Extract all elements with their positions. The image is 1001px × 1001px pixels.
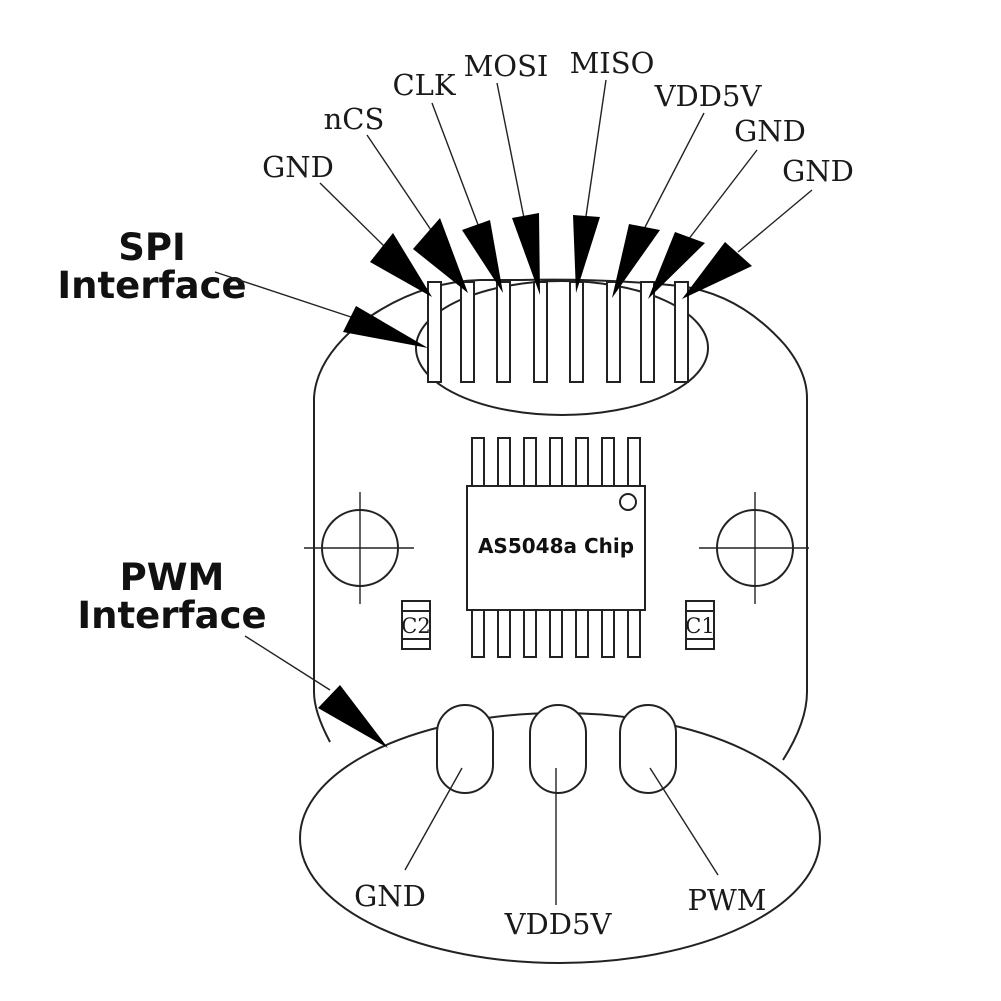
arrowhead [413, 218, 468, 293]
spi-leaders [319, 79, 813, 253]
spi-pin-slot [460, 281, 475, 383]
spi-callout-line2: Interface [57, 264, 246, 307]
spi-pin-slot [496, 281, 511, 383]
pwm-pad [436, 704, 494, 794]
spi-pin-label: GND [734, 114, 806, 148]
spi-pin-slot [569, 281, 584, 383]
capacitor-c2: C2 [401, 600, 431, 650]
spi-pin-slot [427, 281, 442, 383]
spi-pin-label: VDD5V [654, 79, 763, 113]
chip-body [466, 485, 646, 611]
chip-legs-bottom [471, 606, 641, 658]
chip-legs-top [471, 437, 641, 489]
pwm-pin-label: PWM [687, 883, 766, 917]
spi-pin-slot [533, 281, 548, 383]
spi-pin-slot [640, 281, 655, 383]
arrowhead [370, 233, 432, 297]
spi-callout-arrowhead [343, 306, 428, 348]
mounting-hole-right [699, 492, 809, 604]
spi-arrowheads [370, 213, 752, 299]
spi-callout-line1: SPI [118, 226, 186, 269]
arrowhead [512, 213, 540, 295]
arrowhead [682, 242, 752, 299]
pwm-pin-label: VDD5V [504, 907, 613, 941]
arrowhead [573, 215, 600, 293]
spi-header-pins [427, 281, 689, 383]
pwm-pad [529, 704, 587, 794]
arrowhead [462, 220, 503, 293]
chip-pin1-dot [619, 493, 637, 511]
pwm-callout-arrowhead [318, 685, 388, 748]
capacitor-c1-label: C1 [685, 614, 714, 638]
pwm-callout-line2: Interface [77, 594, 266, 637]
pwm-callout-leader [244, 635, 331, 691]
pwm-pin-label: GND [354, 879, 426, 913]
mounting-hole-left [304, 492, 414, 604]
pwm-leaders [404, 767, 719, 905]
spi-pin-label: GND [782, 154, 854, 188]
pwm-pad [619, 704, 677, 794]
spi-pin-label: GND [262, 150, 334, 184]
capacitor-c2-label: C2 [401, 614, 430, 638]
spi-pin-slot [606, 281, 621, 383]
spi-header-ellipse [415, 280, 709, 416]
arrowhead [648, 232, 705, 299]
spi-pin-label: nCS [324, 102, 385, 136]
spi-pin-label: MOSI [464, 49, 549, 83]
spi-pin-label: MISO [570, 46, 655, 80]
spi-pin-slot [674, 281, 689, 383]
pwm-callout-line1: PWM [120, 556, 225, 599]
spi-pin-label: CLK [392, 68, 456, 102]
arrowhead [612, 224, 660, 298]
spi-callout-leader [214, 271, 361, 321]
capacitor-c1: C1 [685, 600, 715, 650]
chip-label: AS5048a Chip [478, 534, 634, 558]
